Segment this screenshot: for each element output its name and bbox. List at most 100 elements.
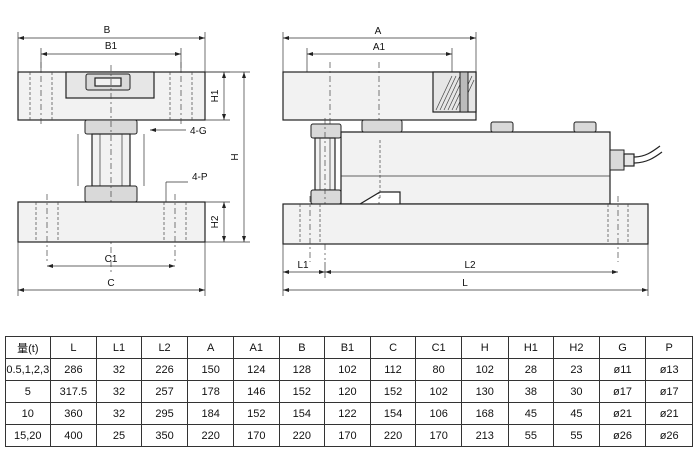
table-cell: 317.5 <box>49 380 98 403</box>
table-cell: ø21 <box>645 402 693 425</box>
table-cell: 213 <box>460 424 509 447</box>
side-lower-nut <box>310 189 342 205</box>
label-H2: H2 <box>210 215 221 228</box>
spec-table: 量(t) L L1 L2 A A1 B B1 C C1 H H1 H2 G P … <box>5 336 693 447</box>
table-cell: 286 <box>49 358 98 381</box>
technical-drawing: B B1 <box>17 25 663 296</box>
header-cell: A <box>187 336 234 359</box>
table-cell: 124 <box>232 358 280 381</box>
table-cell: 25 <box>96 424 142 447</box>
side-view: A A1 <box>282 26 663 296</box>
label-H: H <box>230 153 241 160</box>
label-L2: L2 <box>464 260 476 271</box>
table-cell: 102 <box>460 358 509 381</box>
table-cell: 55 <box>553 424 600 447</box>
label-H1: H1 <box>210 89 221 102</box>
label-4-G: 4-G <box>190 126 207 137</box>
table-cell: 130 <box>460 380 509 403</box>
end-view: B B1 <box>17 25 250 296</box>
bolt-head-1 <box>490 121 514 133</box>
table-cell: 360 <box>49 402 98 425</box>
table-cell: 257 <box>140 380 189 403</box>
bolt-head-2 <box>573 121 597 133</box>
table-row: 0.5,1,2,3 286 32 226 150 124 128 102 112… <box>5 358 693 381</box>
header-cell: L <box>49 336 98 359</box>
header-cell: L1 <box>96 336 142 359</box>
header-cell: 量(t) <box>5 336 51 359</box>
table-cell: ø26 <box>645 424 693 447</box>
table-row: 10 360 32 295 184 152 154 122 154 106 16… <box>5 402 693 425</box>
header-cell: H1 <box>507 336 555 359</box>
table-cell: 400 <box>49 424 98 447</box>
cable <box>633 145 661 158</box>
table-cell: 38 <box>507 380 555 403</box>
table-cell: 150 <box>187 358 234 381</box>
label-4-P: 4-P <box>192 172 208 183</box>
header-cell: G <box>598 336 647 359</box>
table-cell: 45 <box>553 402 600 425</box>
table-cell: 15,20 <box>5 424 51 447</box>
table-cell: 154 <box>369 402 417 425</box>
table-cell: 0.5,1,2,3 <box>5 358 51 381</box>
table-cell: 146 <box>232 380 280 403</box>
table-cell: 170 <box>415 424 462 447</box>
table-cell: 170 <box>324 424 371 447</box>
header-cell: C <box>369 336 417 359</box>
table-cell: 295 <box>140 402 189 425</box>
table-cell: 168 <box>460 402 509 425</box>
header-cell: A1 <box>232 336 280 359</box>
table-cell: 32 <box>96 380 142 403</box>
header-cell: P <box>645 336 693 359</box>
side-upper-nut <box>310 123 342 139</box>
table-cell: 112 <box>369 358 417 381</box>
table-cell: 5 <box>5 380 51 403</box>
table-cell: ø17 <box>598 380 647 403</box>
table-cell: 32 <box>96 358 142 381</box>
bottom-plate <box>17 201 206 243</box>
table-cell: 45 <box>507 402 555 425</box>
table-cell: ø21 <box>598 402 647 425</box>
table-row: 5 317.5 32 257 178 146 152 120 152 102 1… <box>5 380 693 403</box>
upper-bracket <box>361 119 403 133</box>
label-B1: B1 <box>105 41 118 52</box>
label-A: A <box>375 26 382 37</box>
label-C1: C1 <box>105 254 118 265</box>
label-L1: L1 <box>297 260 309 271</box>
table-cell: 28 <box>507 358 555 381</box>
header-cell: C1 <box>415 336 462 359</box>
label-B: B <box>104 25 111 36</box>
table-cell: ø13 <box>645 358 693 381</box>
table-cell: 102 <box>324 358 371 381</box>
table-cell: ø17 <box>645 380 693 403</box>
cable-gland <box>609 149 625 171</box>
table-header-row: 量(t) L L1 L2 A A1 B B1 C C1 H H1 H2 G P <box>5 336 693 359</box>
label-C: C <box>107 278 114 289</box>
table-cell: 184 <box>187 402 234 425</box>
table-cell: 220 <box>187 424 234 447</box>
header-cell: B <box>278 336 326 359</box>
table-cell: 30 <box>553 380 600 403</box>
base-plate <box>282 203 649 245</box>
table-cell: 106 <box>415 402 462 425</box>
table-cell: 55 <box>507 424 555 447</box>
table-cell: 32 <box>96 402 142 425</box>
table-cell: 23 <box>553 358 600 381</box>
table-cell: ø11 <box>598 358 647 381</box>
header-cell: H2 <box>553 336 600 359</box>
table-cell: 178 <box>187 380 234 403</box>
table-cell: 350 <box>140 424 189 447</box>
label-A1: A1 <box>373 42 386 53</box>
table-cell: 220 <box>369 424 417 447</box>
table-cell: ø26 <box>598 424 647 447</box>
table-cell: 102 <box>415 380 462 403</box>
table-cell: 10 <box>5 402 51 425</box>
table-cell: 152 <box>369 380 417 403</box>
table-cell: 220 <box>278 424 326 447</box>
table-cell: 226 <box>140 358 189 381</box>
table-cell: 152 <box>278 380 326 403</box>
table-cell: 152 <box>232 402 280 425</box>
label-L: L <box>462 278 468 289</box>
table-cell: 170 <box>232 424 280 447</box>
header-cell: H <box>460 336 509 359</box>
table-cell: 128 <box>278 358 326 381</box>
